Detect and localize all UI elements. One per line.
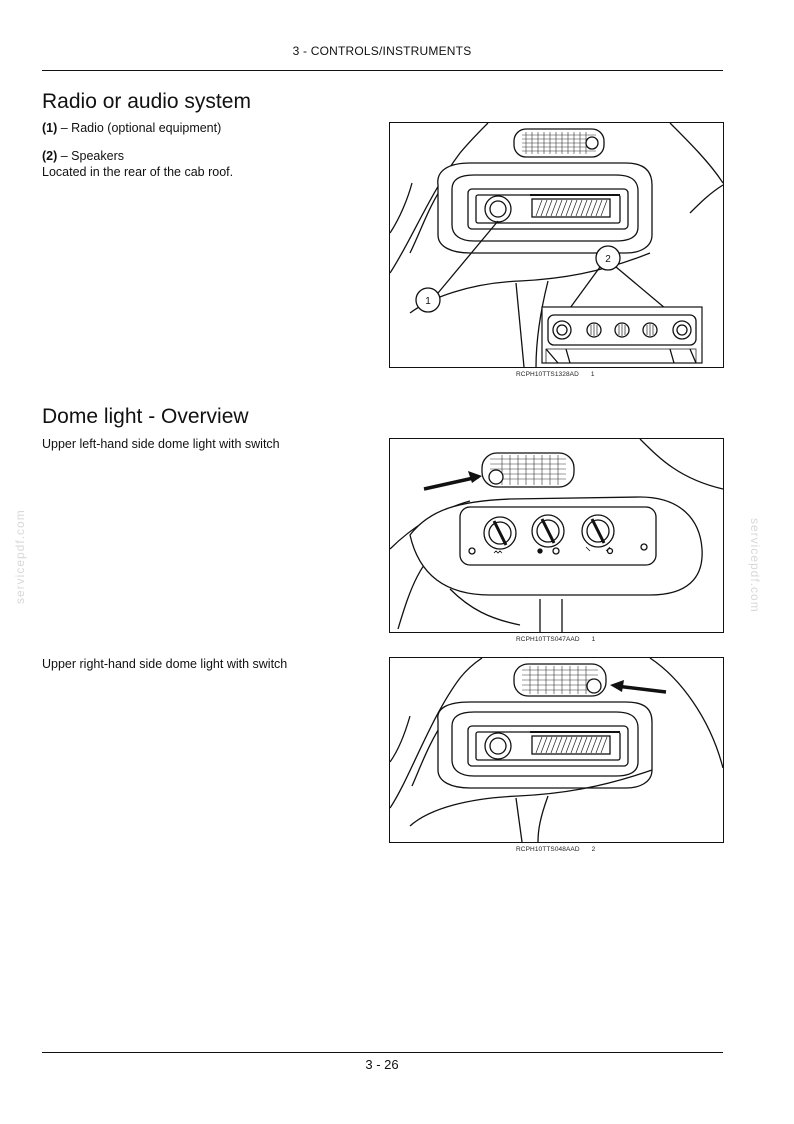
dome-left-figure-number: 1 [591,636,596,643]
radio-figure: 1 2 [389,122,724,368]
radio-section-title: Radio or audio system [42,90,251,113]
dome-left-figure-code: RCPH10TTS047AAD [516,636,580,643]
radio-figure-code: RCPH10TTS1328AD [516,371,579,378]
radio-illustration: 1 2 [390,123,723,367]
dome-right-figure-code: RCPH10TTS048AAD [516,846,580,853]
radio-item-2-number: (2) [42,149,58,163]
radio-item-2-note: Located in the rear of the cab roof. [42,165,234,179]
radio-figure-number: 1 [590,371,595,378]
dome-left-figure-ref: RCPH10TTS047AAD 1 [516,636,595,643]
page-header: 3 - CONTROLS/INSTRUMENTS [292,44,472,58]
radio-item-1-number: (1) [42,121,58,135]
dome-right-caption: Upper right-hand side dome light with sw… [42,657,288,671]
callout-2-label: 2 [605,254,611,265]
watermark-left: servicepdf.com [13,509,27,604]
footer-rule [42,1052,723,1053]
dome-right-illustration [390,658,723,842]
radio-item-1-text: – Radio (optional equipment) [57,121,222,135]
dome-right-figure [389,657,724,843]
callout-1-label: 1 [425,296,431,307]
radio-item-1: (1) – Radio (optional equipment) [42,120,221,136]
watermark-right: servicepdf.com [748,518,762,613]
dome-left-figure [389,438,724,633]
dome-right-figure-number: 2 [591,846,596,853]
radio-item-2: (2) – Speakers [42,148,124,164]
dome-left-caption: Upper left-hand side dome light with swi… [42,437,280,451]
radio-item-2-text: – Speakers [57,149,124,163]
dome-left-illustration [390,439,723,632]
page-number: 3 - 26 [365,1057,399,1072]
header-rule [42,70,723,71]
radio-figure-ref: RCPH10TTS1328AD 1 [516,371,595,378]
dome-right-figure-ref: RCPH10TTS048AAD 2 [516,846,595,853]
dome-section-title: Dome light - Overview [42,405,249,428]
